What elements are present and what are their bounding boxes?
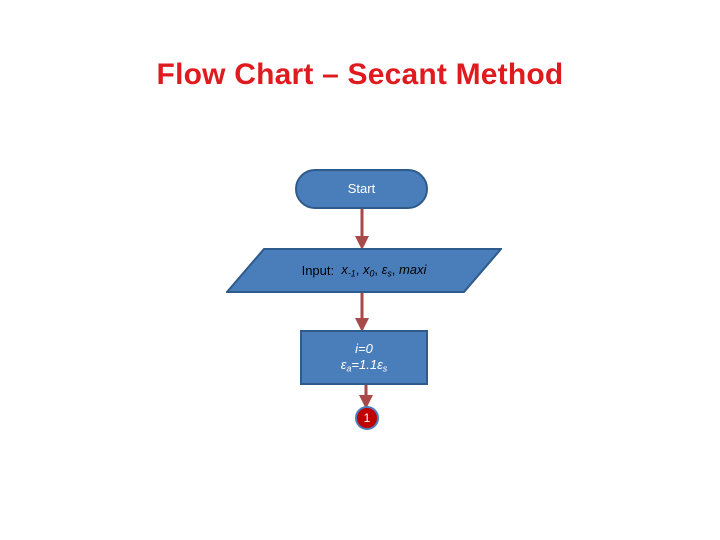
node-init-line1: i=0 <box>355 340 373 356</box>
parallelogram-shape <box>226 248 502 293</box>
node-start[interactable]: Start <box>295 169 428 209</box>
node-input-label: Input: x-1, x0, εs, maxi <box>226 248 502 293</box>
node-connector-1[interactable]: 1 <box>355 406 379 430</box>
page-title: Flow Chart – Secant Method <box>156 58 564 91</box>
node-input-vars: x-1, x0, εs, maxi <box>341 262 427 279</box>
node-start-label: Start <box>347 180 376 196</box>
node-init[interactable]: i=0 εa=1.1εs <box>300 330 428 385</box>
node-input-prefix: Input: <box>301 263 335 278</box>
node-input[interactable]: Input: x-1, x0, εs, maxi <box>226 248 502 293</box>
node-init-line2: εa=1.1εs <box>340 356 388 374</box>
node-connector-1-label: 1 <box>363 410 371 425</box>
